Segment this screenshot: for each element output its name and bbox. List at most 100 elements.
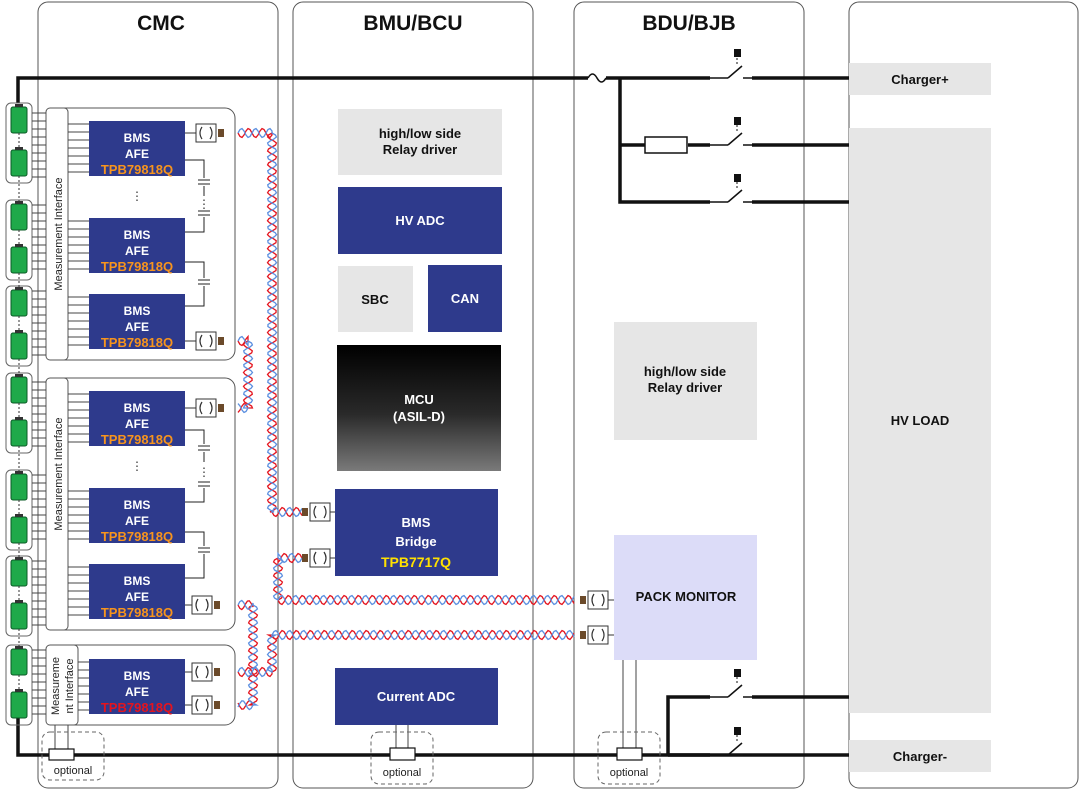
isolation-transformer [195,331,224,351]
svg-text:AFE: AFE [125,320,149,334]
battery-cell-terminal [15,104,23,107]
battery-cell [10,149,28,177]
charger-minus-block [849,740,991,772]
connector [218,404,224,412]
connector [218,337,224,345]
current-adc-block [335,668,498,725]
pack-monitor-label: PACK MONITOR [636,589,737,604]
hv-adc-label: HV ADC [395,213,445,228]
charger-plus-label: Charger+ [891,72,949,87]
afe-block-7: BMS AFE TPB79818Q [89,659,185,715]
fuse-icon [587,73,607,83]
svg-text:BMS: BMS [124,574,151,588]
battery-cells [10,104,28,719]
hv-load-label: HV LOAD [891,413,950,428]
relay-precharge [710,174,752,203]
svg-text:AFE: AFE [125,590,149,604]
measurement-interface-1 [45,107,69,361]
isolation-transformers [185,123,614,715]
ring-link-ellipsis: ⋮ [198,197,210,211]
connector [580,596,586,604]
battery-cell [10,559,28,587]
twisted-pair-wire-blue [272,551,575,606]
svg-text:BMS: BMS [124,498,151,512]
connector [214,701,220,709]
can-label: CAN [451,291,479,306]
battery-cell-terminal [15,514,23,517]
measurement-interface-3 [45,644,79,726]
isolation-transformer [302,548,331,568]
twisted-pair-wire-blue [237,335,254,414]
precharge-resistor [644,136,688,154]
connector [214,601,220,609]
ring-link-ellipsis: ⋮ [198,465,210,479]
afe-block-5: BMS AFE TPB79818Q [89,488,185,544]
bmu-relay-driver-line1: high/low side [379,126,461,141]
svg-text:TPB79818Q: TPB79818Q [101,335,173,350]
battery-cell [10,602,28,630]
svg-text:AFE: AFE [125,244,149,258]
sense-lines [32,112,89,715]
optional-shunt-bmu: optional [370,731,434,785]
hv-adc-block [338,187,502,254]
afe-block-2: BMS AFE TPB79818Q [89,218,185,274]
daisy-chain-wiring [237,127,575,711]
battery-cell-terminal [15,600,23,603]
svg-text:BMS: BMS [124,131,151,145]
afe-ring-links [185,159,210,579]
measurement-interface-small-label-1: Measureme [50,657,62,715]
battery-cell [10,419,28,447]
battery-cell-terminal [15,244,23,247]
bmu-title: BMU/BCU [363,12,462,35]
bmu-relay-driver-block [338,109,502,175]
measurement-interface-label: Measurement Interface [53,177,65,290]
relay-main-plus [710,117,752,146]
svg-text:optional: optional [383,767,422,779]
sbc-block [338,266,413,332]
battery-cell-terminal [15,689,23,692]
cmc-title: CMC [137,12,185,35]
afe-block-1: BMS AFE TPB79818Q [89,121,185,177]
svg-text:AFE: AFE [125,514,149,528]
svg-text:BMS: BMS [124,401,151,415]
battery-cell [10,516,28,544]
pack-monitor-block [614,535,757,660]
battery-cell-terminal [15,557,23,560]
power-wiring [16,76,849,757]
svg-text:AFE: AFE [125,417,149,431]
battery-cell [10,376,28,404]
battery-cell [10,473,28,501]
svg-text:AFE: AFE [125,147,149,161]
svg-text:optional: optional [610,767,649,779]
battery-cell-terminal [15,147,23,150]
battery-cell [10,332,28,360]
twisted-pair-wire-red [237,629,575,678]
afe-block-6: BMS AFE TPB79818Q [89,564,185,620]
charger-plus-block [849,63,991,95]
hv-load-block [849,128,991,713]
svg-text:AFE: AFE [125,685,149,699]
measurement-interface-label: Measurement Interface [53,417,65,530]
measurement-interface-2 [45,377,69,631]
bridge-label-line1: BMS [402,515,431,530]
mcu-block [337,345,501,471]
battery-cell [10,648,28,676]
battery-cell-terminal [15,471,23,474]
battery-cell-terminal [15,417,23,420]
afe-ellipsis: ⋮ [131,189,143,203]
afe-block-3: BMS AFE TPB79818Q [89,294,185,350]
twisted-pair-wire-red [237,127,303,518]
svg-text:optional: optional [54,765,93,777]
svg-text:BMS: BMS [124,669,151,683]
battery-cell-terminal [15,374,23,377]
measurement-interface-small-label-2: nt Interface [64,658,76,713]
svg-text:BMS: BMS [124,304,151,318]
charger-minus-label: Charger- [893,749,947,764]
bdu-title: BDU/BJB [642,12,735,35]
isolation-transformer [191,662,220,682]
relay-main-minus [710,669,752,698]
mcu-label-line2: (ASIL-D) [393,409,445,424]
can-block [428,265,502,332]
svg-text:TPB79818Q: TPB79818Q [101,432,173,447]
